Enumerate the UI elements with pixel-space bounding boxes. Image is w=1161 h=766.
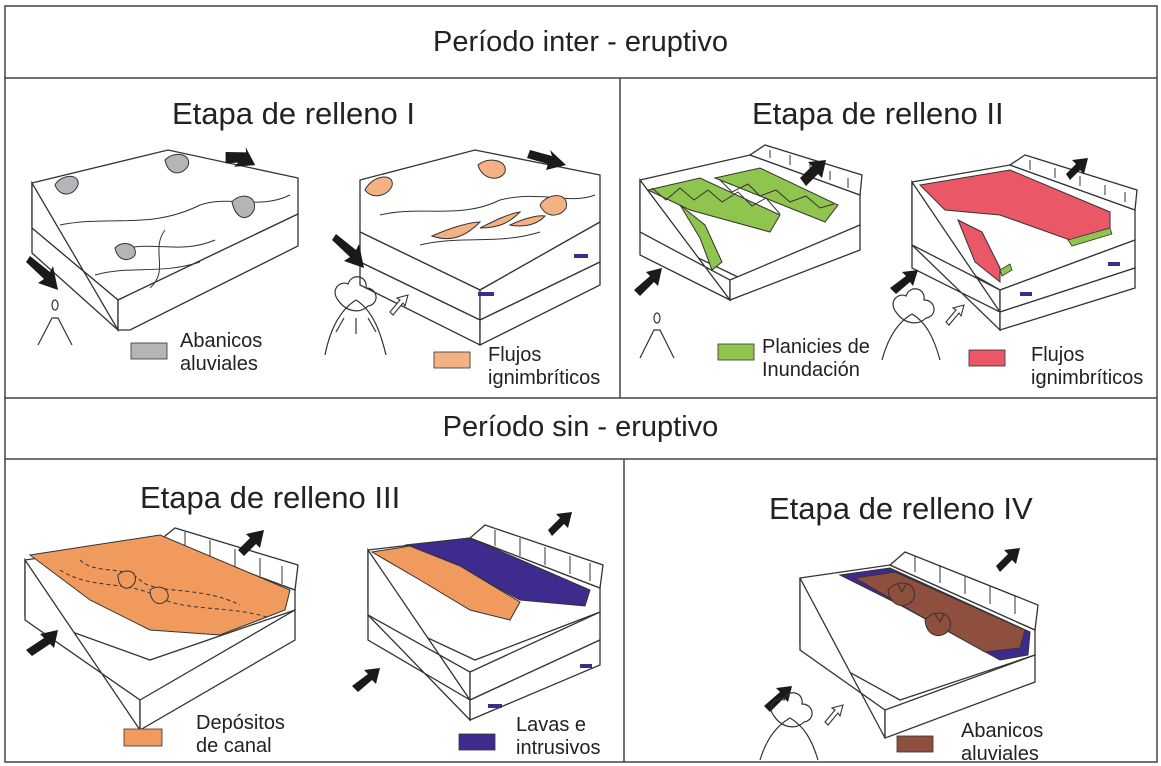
floodplain-green — [646, 167, 839, 271]
hollow-arrow-icon-1 — [389, 294, 409, 316]
legend-depositos-de-canal: Depósitos de canal — [196, 712, 285, 757]
alluvial-fans-gray — [54, 153, 256, 261]
extension-arrows-stage2 — [634, 158, 1088, 296]
swatch-abanicos-aluviales-gray — [130, 342, 168, 360]
legend-flujos-ignimbriticos-1: Flujos ignimbríticos — [488, 344, 601, 389]
hollow-arrow-icon-3 — [824, 704, 844, 726]
extension-arrows-stage3 — [26, 512, 572, 692]
volcano-eruption-icon-3 — [759, 692, 819, 761]
period-sin-eruptivo-title: Período sin - eruptivo — [442, 411, 719, 443]
legend-lavas-e-intrusivos: Lavas e intrusivos — [516, 714, 601, 759]
stage-1-title: Etapa de relleno I — [172, 96, 416, 131]
alluvial-fans-brown — [853, 571, 1026, 653]
block-diagram-stage2-b — [911, 154, 1138, 332]
swatch-abanicos-aluviales-brown — [896, 735, 934, 753]
swatch-flujos-ignimbriticos-pink — [968, 349, 1006, 367]
period-inter-eruptivo-title: Período inter - eruptivo — [433, 26, 728, 58]
stage-3-title: Etapa de relleno III — [140, 480, 401, 515]
channel-deposits-orange — [28, 534, 291, 636]
block-diagram-stage4 — [799, 551, 1039, 739]
lava-bodies-purple-1 — [478, 254, 588, 296]
stage-4-title: Etapa de relleno IV — [769, 491, 1033, 526]
volcano-eruption-icon-2 — [881, 288, 941, 361]
block-diagram-stage1-a — [31, 149, 299, 333]
channel-deposits-orange-2 — [370, 545, 521, 621]
swatch-depositos-de-canal — [123, 728, 163, 747]
legend-abanicos-aluviales-2: Abanicos aluviales — [961, 720, 1044, 765]
block-diagram-stage1-b — [359, 149, 601, 347]
swatch-flujos-ignimbriticos-orange — [433, 351, 471, 369]
floodplain-green-edge — [999, 227, 1113, 277]
legend-abanicos-aluviales-1: Abanicos aluviales — [180, 330, 263, 375]
volcano-icon-small-1 — [37, 299, 73, 346]
hollow-arrow-icon-2 — [945, 304, 965, 326]
volcano-icon-small-2 — [639, 312, 675, 359]
swatch-lavas-e-intrusivos — [458, 733, 496, 751]
lava-bodies-purple-2 — [1020, 262, 1120, 296]
legend-flujos-ignimbriticos-2: Flujos ignimbríticos — [1031, 344, 1144, 389]
legend-planicies-de-inundacion: Planicies de Inundación — [762, 336, 870, 381]
volcano-eruption-icon-1 — [324, 276, 387, 356]
lava-bodies-purple-3 — [488, 664, 592, 708]
stage-2-title: Etapa de relleno II — [752, 96, 1004, 131]
swatch-planicies-de-inundacion — [717, 343, 755, 361]
ignimbrite-flows-orange-1 — [364, 159, 567, 240]
extension-arrows-stage1 — [26, 146, 566, 290]
